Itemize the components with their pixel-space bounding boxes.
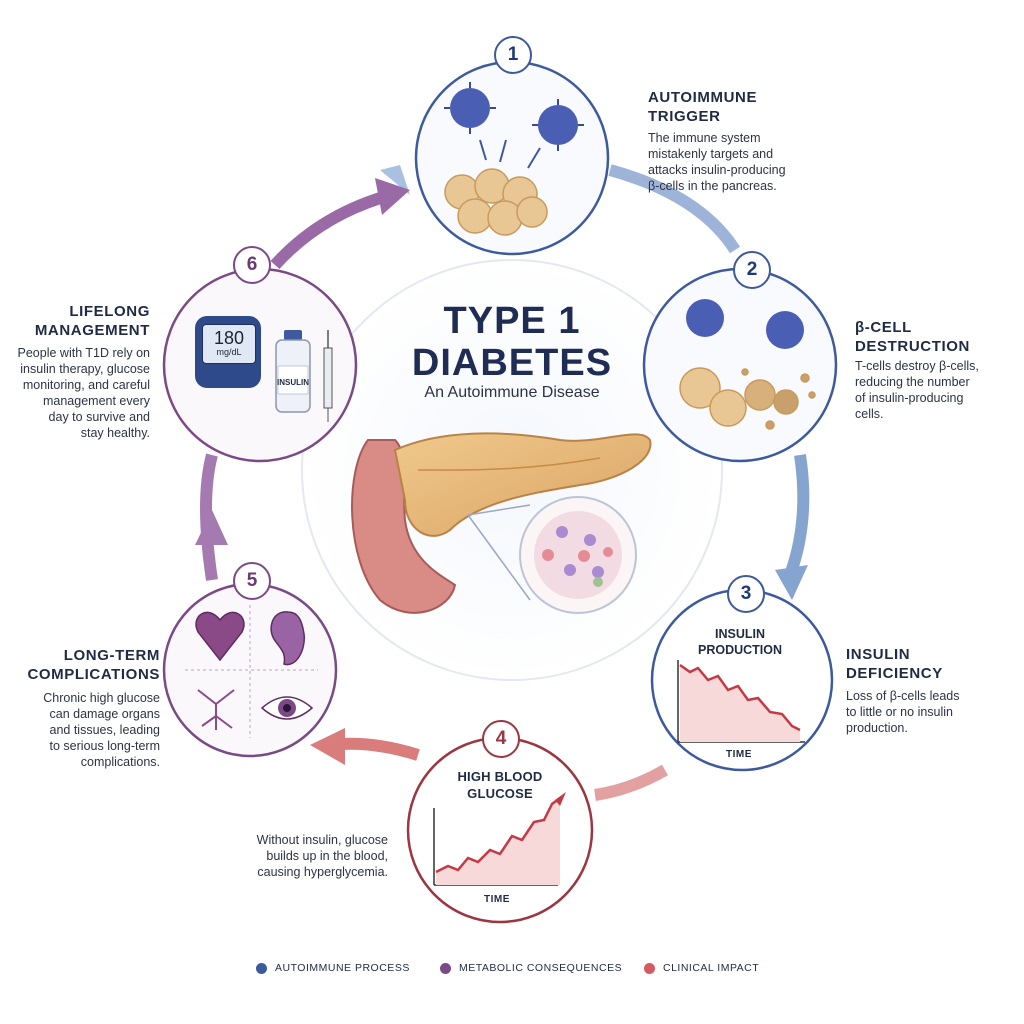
arrow-3-4 [594, 764, 668, 801]
step-4-title: HIGH BLOOD GLUCOSE [457, 769, 543, 801]
pancreas-illustration [351, 432, 652, 614]
step-2-description: T-cells destroy β-cells, reducing the nu… [855, 359, 979, 421]
meter-screen: 180 mg/dL [202, 324, 256, 364]
insulin-chart-axis-label: TIME [726, 749, 752, 760]
step-5-badge: 5 [233, 562, 271, 600]
legend-dot-clinical [644, 962, 655, 974]
arrow-2-3 [784, 454, 810, 578]
arrow-6-1 [270, 189, 392, 270]
step-1-badge: 1 [494, 36, 532, 74]
legend-clinical: CLINICAL IMPACT [644, 962, 759, 974]
step-3-title: INSULIN DEFICIENCY [846, 646, 943, 682]
arrow-1-2 [608, 164, 741, 254]
legend-label-autoimmune: AUTOIMMUNE PROCESS [275, 962, 410, 974]
legend-label-clinical: CLINICAL IMPACT [663, 962, 760, 974]
destroyed-beta-cells-icon [679, 367, 816, 430]
step-1-title: AUTOIMMUNE TRIGGER [648, 89, 758, 125]
immune-cell-icon [444, 82, 584, 169]
glucose-chart-axis-label: TIME [484, 894, 510, 905]
islet-magnifier [467, 496, 637, 614]
beta-cells-icon [444, 168, 548, 236]
insulin-chart-title: INSULIN PRODUCTION [697, 627, 783, 657]
legend-metabolic: METABOLIC CONSEQUENCES [440, 962, 622, 974]
syringe-icon [323, 330, 333, 422]
step-3-circle [650, 588, 834, 772]
step-4-badge: 4 [482, 720, 520, 758]
glucose-meter-icon: 180 mg/dL [195, 316, 261, 388]
step-5-title: LONG-TERM COMPLICATIONS [27, 647, 160, 683]
glucose-chart [433, 792, 566, 886]
step-5-description: Chronic high glucose can damage organs a… [43, 691, 160, 769]
step-6-description: People with T1D rely on insulin therapy,… [17, 346, 150, 440]
nerves-icon [197, 689, 235, 730]
step-2-badge: 2 [733, 251, 771, 289]
step-1-description: The immune system mistakenly targets and… [648, 131, 786, 193]
legend-dot-metabolic [440, 962, 451, 974]
heart-icon [195, 611, 245, 662]
complications-grid [185, 605, 318, 738]
diagram-subtitle: An Autoimmune Disease [424, 384, 600, 401]
step-5-circle [162, 582, 338, 758]
step-2-circle [642, 267, 838, 463]
meter-unit: mg/dL [216, 347, 242, 357]
t-cell-icon [686, 299, 804, 349]
insulin-vial-icon [275, 330, 311, 413]
legend-autoimmune: AUTOIMMUNE PROCESS [256, 962, 410, 974]
diagram-title: TYPE 1 DIABETES [411, 300, 613, 384]
legend-label-metabolic: METABOLIC CONSEQUENCES [459, 962, 623, 974]
step-6-badge: 6 [233, 246, 271, 284]
insulin-vial-label: INSULIN [277, 378, 309, 387]
legend-dot-autoimmune [256, 962, 267, 974]
step-3-badge: 3 [727, 575, 765, 613]
step-3-description: Loss of β-cells leads to little or no in… [846, 689, 960, 735]
meter-value: 180 [213, 328, 245, 348]
step-4-description: Without insulin, glucose builds up in th… [256, 833, 388, 879]
insulin-chart [677, 660, 805, 743]
eye-icon [260, 696, 314, 720]
step-2-title: β-CELL DESTRUCTION [855, 319, 970, 355]
arrow-5-6 [200, 453, 218, 581]
step-6-title: LIFELONG MANAGEMENT [34, 303, 150, 339]
kidney-icon [270, 611, 305, 666]
